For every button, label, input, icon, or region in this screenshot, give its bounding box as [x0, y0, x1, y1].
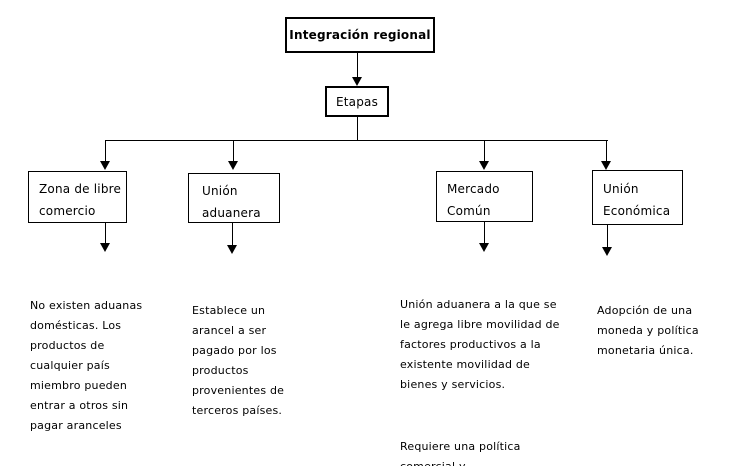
description-paragraph: Establece un arancel a ser pagado por lo…: [192, 304, 285, 417]
description-union-aduanera: Establece un arancel a ser pagado por lo…: [192, 261, 322, 461]
connector-drop-mercado-comun: [484, 140, 485, 161]
arrowhead-union-aduanera-desc: [227, 245, 237, 254]
arrowhead-root-etapas: [352, 77, 362, 86]
node-zona-libre-comercio: Zona de libre comercio: [28, 171, 127, 223]
arrowhead-drop-mercado-comun: [479, 161, 489, 170]
node-zona-libre-comercio-label: Zona de libre comercio: [39, 182, 122, 218]
description-union-economica: Adopción de una moneda y política moneta…: [597, 261, 727, 401]
arrowhead-drop-zona: [100, 161, 110, 170]
arrowhead-mercado-comun-desc: [479, 243, 489, 252]
description-mercado-comun: Unión aduanera a la que se le agrega lib…: [400, 255, 585, 466]
connector-etapas-rail: [357, 117, 358, 141]
node-integracion-regional: Integración regional: [285, 17, 435, 53]
description-zona-libre-comercio: No existen aduanas domésticas. Los produ…: [30, 256, 180, 466]
node-union-economica: Unión Económica: [592, 170, 683, 225]
connector-union-economica-desc: [607, 225, 608, 248]
connector-drop-union-aduanera: [233, 140, 234, 161]
connector-branch-rail: [105, 140, 608, 141]
connector-root-etapas: [357, 53, 358, 78]
node-etapas-label: Etapas: [335, 94, 379, 109]
node-union-aduanera: Unión aduanera: [188, 173, 280, 223]
connector-drop-union-economica: [606, 140, 607, 161]
node-integracion-regional-label: Integración regional: [289, 28, 431, 42]
connector-drop-zona: [105, 140, 106, 161]
connector-zona-desc: [105, 223, 106, 244]
arrowhead-drop-union-economica: [601, 161, 611, 170]
description-paragraph: Unión aduanera a la que se le agrega lib…: [400, 298, 560, 391]
description-paragraph: Requiere una política comercial y macroe…: [400, 440, 521, 466]
description-paragraph: Adopción de una moneda y política moneta…: [597, 304, 699, 357]
node-mercado-comun-label: Mercado Común: [447, 182, 500, 218]
node-etapas: Etapas: [325, 86, 389, 117]
connector-union-aduanera-desc: [232, 223, 233, 246]
arrowhead-union-economica-desc: [602, 247, 612, 256]
node-union-aduanera-label: Unión aduanera: [202, 184, 261, 220]
description-paragraph: No existen aduanas domésticas. Los produ…: [30, 299, 143, 432]
arrowhead-drop-union-aduanera: [228, 161, 238, 170]
connector-mercado-comun-desc: [484, 222, 485, 244]
arrowhead-zona-desc: [100, 243, 110, 252]
node-mercado-comun: Mercado Común: [436, 171, 533, 222]
node-union-economica-label: Unión Económica: [603, 182, 671, 218]
